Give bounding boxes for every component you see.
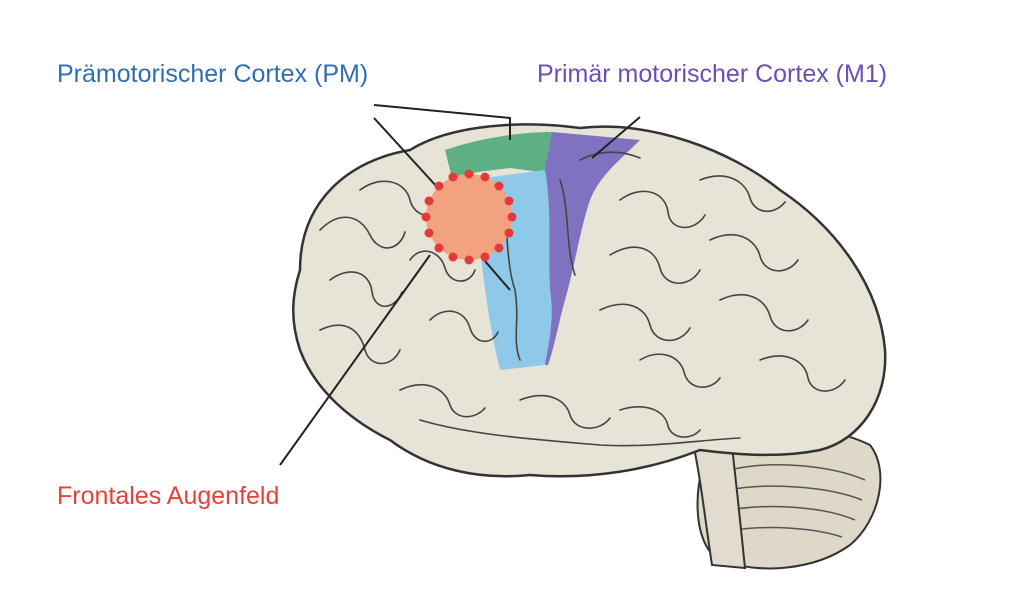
premotor-cortex-label: Prämotorischer Cortex (PM) [57,60,369,88]
eye-field-leader [279,254,431,466]
frontal-eye-field-label: Frontales Augenfeld [57,482,280,510]
supplementary-motor-area [445,132,555,178]
primary-motor-cortex-label: Primär motorischer Cortex (M1) [537,60,888,88]
brain-stem [688,429,747,570]
primary-motor-leader [591,116,641,159]
premotor-leader-upper [373,104,511,140]
leader-lines [279,104,641,466]
premotor-leader-lower [373,117,439,189]
frontal-eye-field-dots [421,169,517,265]
primary-motor-cortex-region [545,132,640,365]
frontal-eye-field-area [426,174,512,260]
cerebellum-folds [727,464,866,538]
